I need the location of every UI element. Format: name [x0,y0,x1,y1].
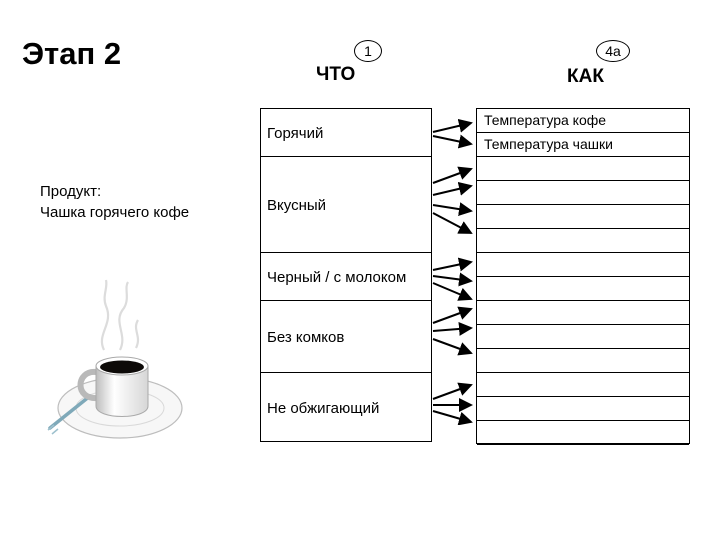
how-row [477,277,689,301]
what-label: Не обжигающий [267,400,379,417]
how-row [477,181,689,205]
what-cell-tasty: Вкусный [261,157,431,253]
how-row [477,325,689,349]
arrow [433,136,471,144]
how-row: Температура кофе [477,109,689,133]
what-cell-no-lumps: Без комков [261,301,431,373]
product-name: Чашка горячего кофе [40,202,189,223]
how-number-badge: 4a [596,40,630,62]
arrow [433,205,471,211]
arrow [433,123,471,132]
what-label: Без комков [267,329,344,346]
what-heading: ЧТО [316,64,355,86]
arrow [433,169,471,183]
arrow [433,339,471,353]
how-row [477,229,689,253]
how-row [477,205,689,229]
how-row [477,373,689,397]
how-heading: КАК [567,66,604,88]
what-label: Черный / с молоком [267,269,406,286]
product-caption: Продукт: Чашка горячего кофе [40,181,189,223]
how-row [477,157,689,181]
how-row [477,421,689,445]
what-number-badge: 1 [354,40,382,62]
what-cell-hot: Горячий [261,109,431,157]
arrow [433,328,471,331]
mapping-arrows [425,105,477,425]
arrow [433,213,471,233]
arrow [433,411,471,422]
how-row: Температура чашки [477,133,689,157]
arrow [433,385,471,399]
what-cell-not-scalding: Не обжигающий [261,373,431,443]
coffee-surface [100,361,144,374]
steam-icon [102,280,138,350]
what-label: Горячий [267,125,323,142]
what-column: Горячий Вкусный Черный / с молоком Без к… [260,108,432,442]
arrow [433,276,471,281]
arrow [433,186,471,195]
how-row [477,253,689,277]
what-cell-black-or-milk: Черный / с молоком [261,253,431,301]
how-row [477,349,689,373]
how-row [477,397,689,421]
coffee-cup-icon [38,278,188,454]
product-label: Продукт: [40,181,189,202]
what-label: Вкусный [267,197,326,214]
arrow [433,283,471,299]
arrow [433,262,471,270]
how-row [477,301,689,325]
stage-title: Этап 2 [22,36,121,72]
arrow [433,309,471,323]
